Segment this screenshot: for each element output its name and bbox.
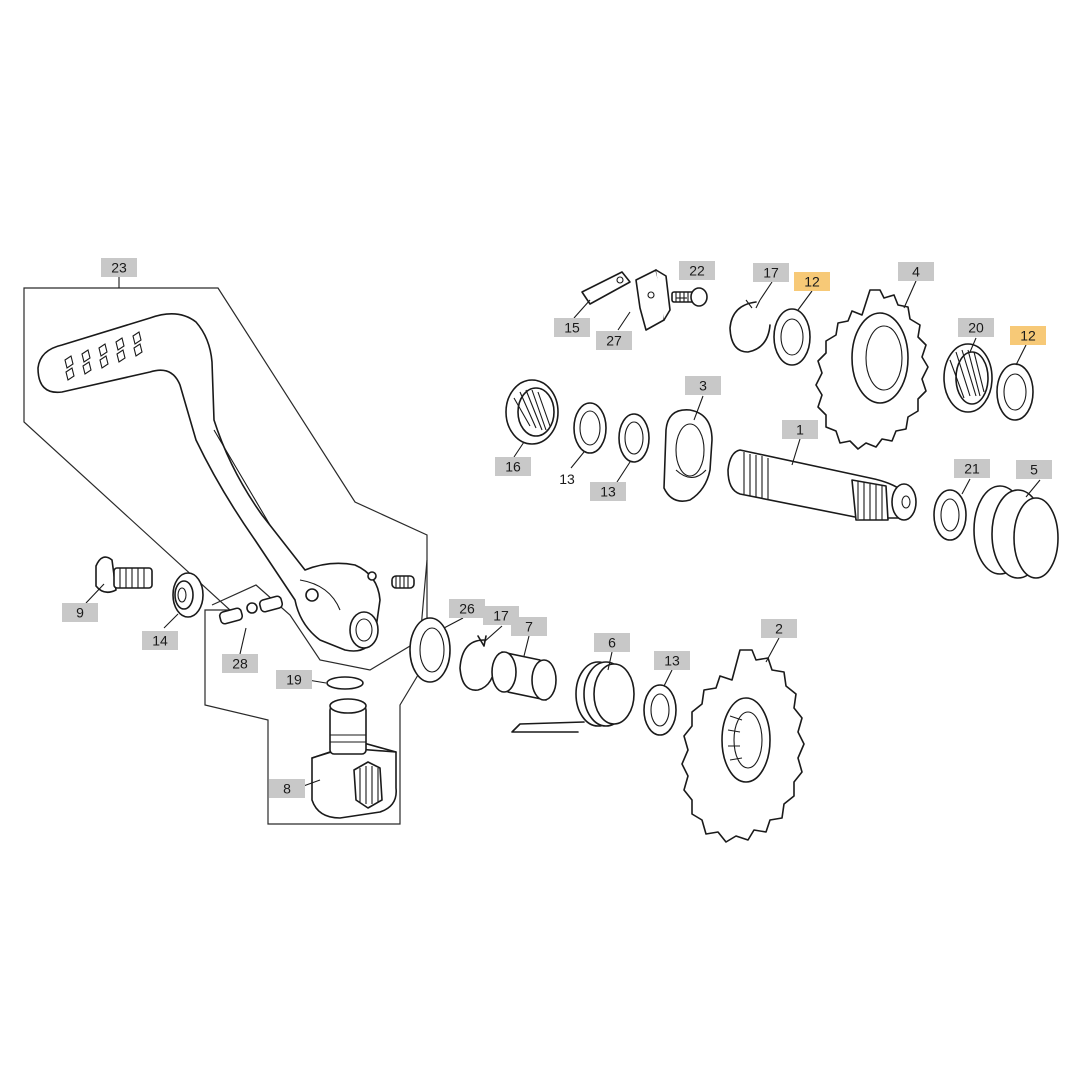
washer-13-lower (643, 684, 677, 736)
svg-text:6: 6 (608, 635, 616, 651)
label-21: 21 (954, 459, 990, 478)
bracket-part (635, 269, 671, 331)
washer-13-left (573, 402, 607, 454)
svg-text:7: 7 (525, 619, 533, 635)
label-3: 3 (685, 376, 721, 395)
label-20: 20 (958, 318, 994, 337)
label-1: 1 (782, 420, 818, 439)
svg-text:8: 8 (283, 781, 291, 797)
o-ring-part (326, 676, 364, 690)
needle-bearing-upper (943, 343, 993, 413)
label-15: 15 (554, 318, 590, 337)
svg-text:23: 23 (111, 260, 127, 276)
detent-spring-right (391, 575, 415, 589)
svg-text:1: 1 (796, 422, 804, 438)
svg-text:21: 21 (964, 461, 980, 477)
svg-text:3: 3 (699, 378, 707, 394)
kick-start-lever (37, 313, 381, 652)
svg-text:13: 13 (559, 471, 575, 487)
label-4: 4 (898, 262, 934, 281)
thrust-washer-right (996, 363, 1034, 421)
svg-text:2: 2 (775, 621, 783, 637)
torsion-spring-part (511, 661, 635, 733)
svg-text:26: 26 (459, 601, 475, 617)
kick-lever-group-frame (23, 287, 428, 825)
label-16: 16 (495, 457, 531, 476)
label-2: 2 (761, 619, 797, 638)
svg-text:5: 5 (1030, 462, 1038, 478)
label-8: 8 (269, 779, 305, 798)
label-23: 23 (101, 258, 137, 277)
svg-text:16: 16 (505, 459, 521, 475)
return-spring-part (973, 485, 1059, 579)
svg-text:17: 17 (763, 265, 779, 281)
label-19: 19 (276, 670, 312, 689)
leader-lines (85, 277, 1041, 789)
svg-text:13: 13 (664, 653, 680, 669)
label-5: 5 (1016, 460, 1052, 479)
washer-13-mid (618, 413, 650, 463)
label-28: 28 (222, 654, 258, 673)
circlip-lower (459, 635, 497, 691)
label-12-upper: 12 (794, 272, 830, 291)
svg-text:20: 20 (968, 320, 984, 336)
circlip-upper (729, 299, 771, 353)
washer-26-part (409, 617, 451, 683)
kick-shaft-part (727, 449, 917, 521)
label-12-right: 12 (1010, 326, 1046, 345)
label-13-plain: 13 (559, 471, 575, 487)
svg-text:19: 19 (286, 672, 302, 688)
label-22: 22 (679, 261, 715, 280)
small-bolt-part (671, 287, 708, 307)
label-9: 9 (62, 603, 98, 622)
svg-text:12: 12 (804, 274, 820, 290)
svg-text:13: 13 (600, 484, 616, 500)
label-13-mid: 13 (590, 482, 626, 501)
label-27: 27 (596, 331, 632, 350)
ratchet-part (663, 409, 713, 502)
needle-bearing-left (505, 379, 559, 445)
label-26: 26 (449, 599, 485, 618)
svg-text:14: 14 (152, 633, 168, 649)
svg-text:15: 15 (564, 320, 580, 336)
thrust-washer-upper (773, 308, 811, 366)
gear-2-part (681, 649, 805, 843)
sleeve-bushing (491, 651, 557, 701)
screw-part (95, 556, 153, 594)
svg-text:9: 9 (76, 605, 84, 621)
kick-shaft-boss (311, 698, 397, 819)
bushing-part (172, 572, 204, 618)
svg-text:27: 27 (606, 333, 622, 349)
label-14: 14 (142, 631, 178, 650)
label-6: 6 (594, 633, 630, 652)
washer-21-part (933, 489, 967, 541)
label-17-upper: 17 (753, 263, 789, 282)
detent-springs-left (218, 595, 284, 625)
svg-text:17: 17 (493, 608, 509, 624)
label-17-lower: 17 (483, 606, 519, 625)
svg-text:4: 4 (912, 264, 920, 280)
gear-4-part (815, 289, 929, 450)
svg-text:12: 12 (1020, 328, 1036, 344)
svg-text:22: 22 (689, 263, 705, 279)
label-13-lower: 13 (654, 651, 690, 670)
svg-text:28: 28 (232, 656, 248, 672)
lock-plate-part (581, 271, 631, 305)
label-7: 7 (511, 617, 547, 636)
